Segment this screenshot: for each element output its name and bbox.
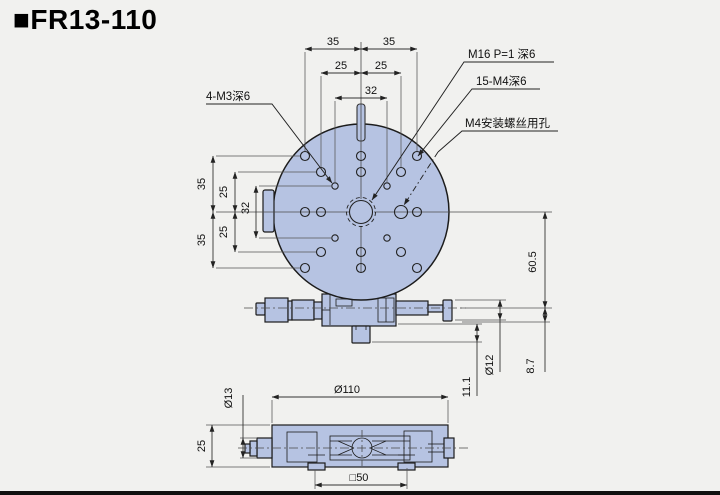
spring-rod — [427, 304, 444, 313]
dim-dia110: Ø110 — [334, 384, 360, 396]
dimension-labels: 35 35 25 25 32 35 25 32 25 35 60.5 8.7 Ø… — [196, 36, 539, 484]
side-elevation-view — [255, 293, 453, 344]
dim-top-25-right: 25 — [375, 60, 387, 72]
callout-m3: 4-M3深6 — [206, 89, 250, 103]
dim-left-35-bottom: 35 — [196, 234, 208, 246]
dim-left-25-bottom: 25 — [218, 226, 230, 238]
dim-left-32: 32 — [240, 202, 252, 214]
centerlines — [216, 42, 552, 466]
footer-bar — [0, 491, 720, 495]
left-cap — [249, 440, 258, 457]
dim-60-5: 60.5 — [527, 251, 539, 272]
dim-dia12: Ø12 — [484, 355, 496, 376]
drive-body-details — [322, 295, 395, 330]
left-tip — [244, 443, 251, 454]
dim-top-35-left: 35 — [327, 36, 339, 48]
dim-square-50: □50 — [350, 472, 369, 484]
m16-center-hole — [346, 197, 376, 227]
callout-m16: M16 P=1 深6 — [468, 47, 535, 61]
page-title: ■FR13-110 — [13, 4, 158, 35]
callout-m4-holes: 15-M4深6 — [476, 74, 527, 88]
hole-grid — [299, 150, 423, 274]
dim-11-1: 11.1 — [461, 377, 473, 398]
clamp-block — [351, 325, 371, 344]
micrometer-thimble — [264, 297, 289, 323]
end-knob — [442, 299, 453, 322]
callout-labels: 4-M3深6 M16 P=1 深6 15-M4深6 M4安装螺丝用孔 — [206, 47, 550, 130]
dim-dia13: Ø13 — [223, 388, 235, 409]
dim-top-35-right: 35 — [383, 36, 395, 48]
side-tab — [262, 189, 275, 233]
callout-leaders — [206, 61, 558, 206]
dim-left-25-top: 25 — [218, 186, 230, 198]
m3-holes — [331, 182, 391, 242]
dim-thickness-25: 25 — [196, 440, 208, 452]
dim-top-25-left: 25 — [335, 60, 347, 72]
bottom-profile-view — [244, 424, 455, 471]
dimension-lines — [209, 46, 548, 488]
extension-lines — [206, 52, 552, 489]
micrometer-step — [313, 301, 323, 320]
dim-top-32: 32 — [365, 85, 377, 97]
dim-left-35-top: 35 — [196, 178, 208, 190]
micrometer-sleeve — [291, 299, 315, 321]
dim-8-7: 8.7 — [525, 358, 537, 373]
callout-m4-mount: M4安装螺丝用孔 — [465, 116, 550, 130]
mount-pad-left — [307, 462, 326, 471]
mount-pad-right — [397, 462, 416, 471]
m4-holes — [299, 150, 423, 274]
micrometer-tip — [255, 302, 266, 316]
micrometer-collar — [287, 300, 293, 321]
dia12-access-hole — [393, 204, 409, 220]
